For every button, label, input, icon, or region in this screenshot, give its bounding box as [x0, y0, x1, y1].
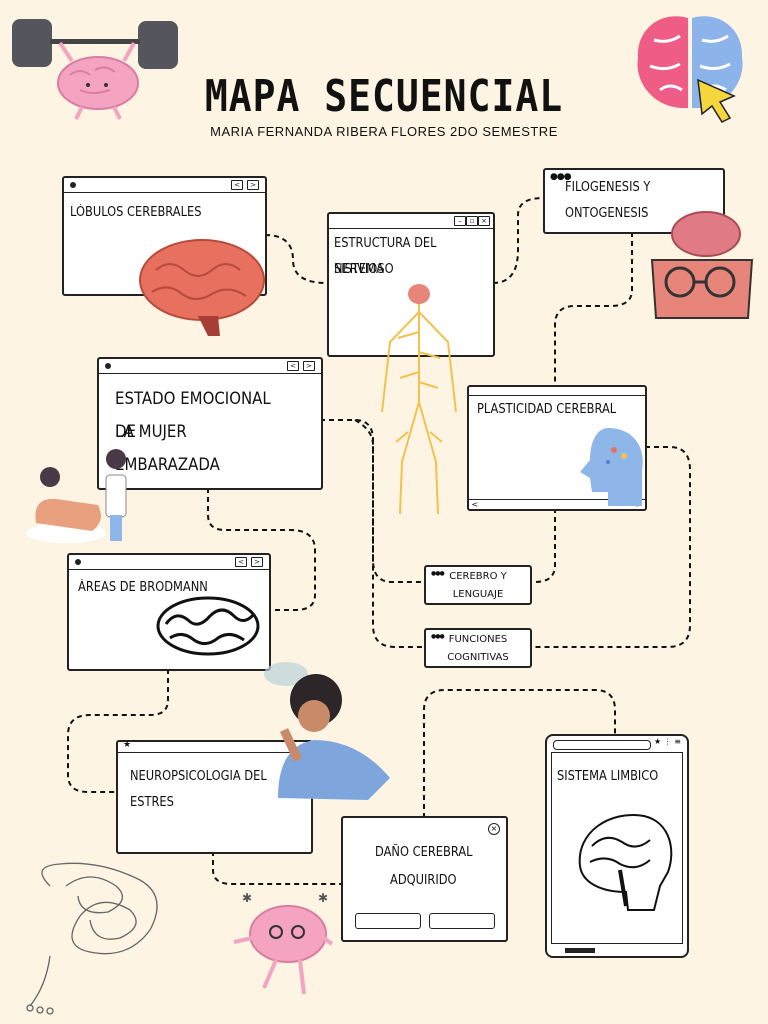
node-label-line1: CEREBRO Y [449, 571, 507, 582]
node-label-line2: ESTRES [130, 795, 174, 810]
connector-lobulos-estructura [264, 234, 328, 284]
stressed-person-icon [264, 662, 390, 800]
window-dots-icon: ●●● [431, 633, 445, 640]
back-arrow-icon[interactable]: < [231, 180, 243, 190]
node-label-line1: NEUROPSICOLOGIA DEL [130, 769, 267, 784]
star-icon: ★ [123, 740, 132, 750]
window-dots-icon: ●●● [431, 570, 445, 577]
connector-estado-funciones [354, 419, 425, 648]
node-filogenesis-ontogenesis[interactable]: ●●● FILOGENESIS Y ONTOGENESIS [543, 168, 725, 234]
forward-arrow-icon[interactable]: > [303, 361, 315, 371]
node-label-line2: ONTOGENESIS [565, 206, 649, 221]
node-funciones-cognitivas[interactable]: ●●● FUNCIONES COGNITIVAS [424, 628, 532, 668]
connector-neuro-dano [212, 851, 341, 885]
home-bar [565, 948, 595, 953]
connector-plasticidad-funciones [530, 446, 691, 648]
node-label-line2: LENGUAJE [452, 589, 504, 600]
node-label-line1: ESTADO EMOCIONAL DE [115, 389, 271, 442]
connector-estado-lenguaje [320, 419, 425, 583]
forward-arrow-icon[interactable]: > [247, 180, 259, 190]
scribble-icon [26, 862, 158, 1015]
nervous-system-icon [381, 284, 457, 515]
brain-cursor-icon [637, 16, 743, 123]
page-subtitle: MARIA FERNANDA RIBERA FLORES 2DO SEMESTR… [210, 124, 558, 139]
node-dano-cerebral[interactable]: × DAÑO CEREBRAL ADQUIRIDO [341, 816, 508, 942]
dialog-button-right[interactable] [429, 913, 495, 929]
brain-glasses-icon [650, 211, 754, 319]
weightlifting-brain-icon [12, 19, 178, 120]
node-label-line2: LA MUJER EMBARAZADA [115, 422, 220, 475]
node-estructura-sistema-nervioso[interactable]: – ▫ × ESTRUCTURA DEL SISTEMA NERVIOSO [327, 212, 495, 357]
connector-filogenesis-plasticidad [554, 232, 633, 386]
node-estado-emocional[interactable]: < > ESTADO EMOCIONAL DE LA MUJER EMBARAZ… [97, 357, 323, 490]
head-profile-icon [580, 428, 643, 506]
node-cerebro-lenguaje[interactable]: ●●● CEREBRO Y LENGUAJE [424, 565, 532, 605]
brain-sagittal-icon [578, 814, 673, 911]
node-label-line2: ADQUIRIDO [390, 873, 457, 888]
menu-icon[interactable]: ★ ⋮ ≡ [654, 737, 681, 746]
close-icon[interactable]: × [478, 216, 490, 226]
back-arrow-icon[interactable]: < [235, 557, 247, 567]
dialog-button-left[interactable] [355, 913, 421, 929]
svg-text:✱: ✱ [318, 891, 328, 905]
node-label: ÁREAS DE BRODMANN [78, 580, 208, 595]
node-label-line1: ESTRUCTURA DEL SISTEMA [334, 236, 437, 277]
node-label-line2: NERVIOSO [334, 262, 394, 277]
back-arrow-icon[interactable]: < [287, 361, 299, 371]
connector-estado-brodmann [207, 488, 316, 611]
page-title: MAPA SECUENCIAL [204, 70, 564, 122]
dizzy-brain-icon: ✱ ✱ [233, 891, 334, 995]
connector-brodmann-neuro [67, 669, 169, 793]
minimize-icon[interactable]: – [454, 216, 466, 226]
node-label: LÓBULOS CEREBRALES [70, 205, 202, 220]
brodmann-brain-icon [156, 596, 260, 656]
window-dots-icon: ●●● [550, 172, 572, 182]
node-label-line1: FILOGENESIS Y [565, 180, 651, 195]
brain-lobes-icon [139, 239, 265, 336]
pregnant-woman-doctor-icon [26, 449, 127, 543]
close-icon[interactable]: × [488, 823, 500, 835]
node-label-line1: FUNCIONES [448, 634, 508, 645]
svg-text:✱: ✱ [242, 891, 252, 905]
connector-estructura-filogenesis [492, 197, 544, 284]
node-label: SISTEMA LIMBICO [557, 769, 659, 784]
connector-plasticidad-lenguaje [530, 508, 556, 583]
maximize-icon[interactable]: ▫ [466, 216, 478, 226]
forward-arrow-icon[interactable]: > [251, 557, 263, 567]
node-label-line2: COGNITIVAS [447, 652, 509, 663]
node-label-line1: DAÑO CEREBRAL [375, 845, 473, 860]
node-label: PLASTICIDAD CEREBRAL [477, 402, 617, 417]
connector-dano-limbico [423, 689, 616, 818]
address-bar[interactable] [553, 740, 651, 750]
